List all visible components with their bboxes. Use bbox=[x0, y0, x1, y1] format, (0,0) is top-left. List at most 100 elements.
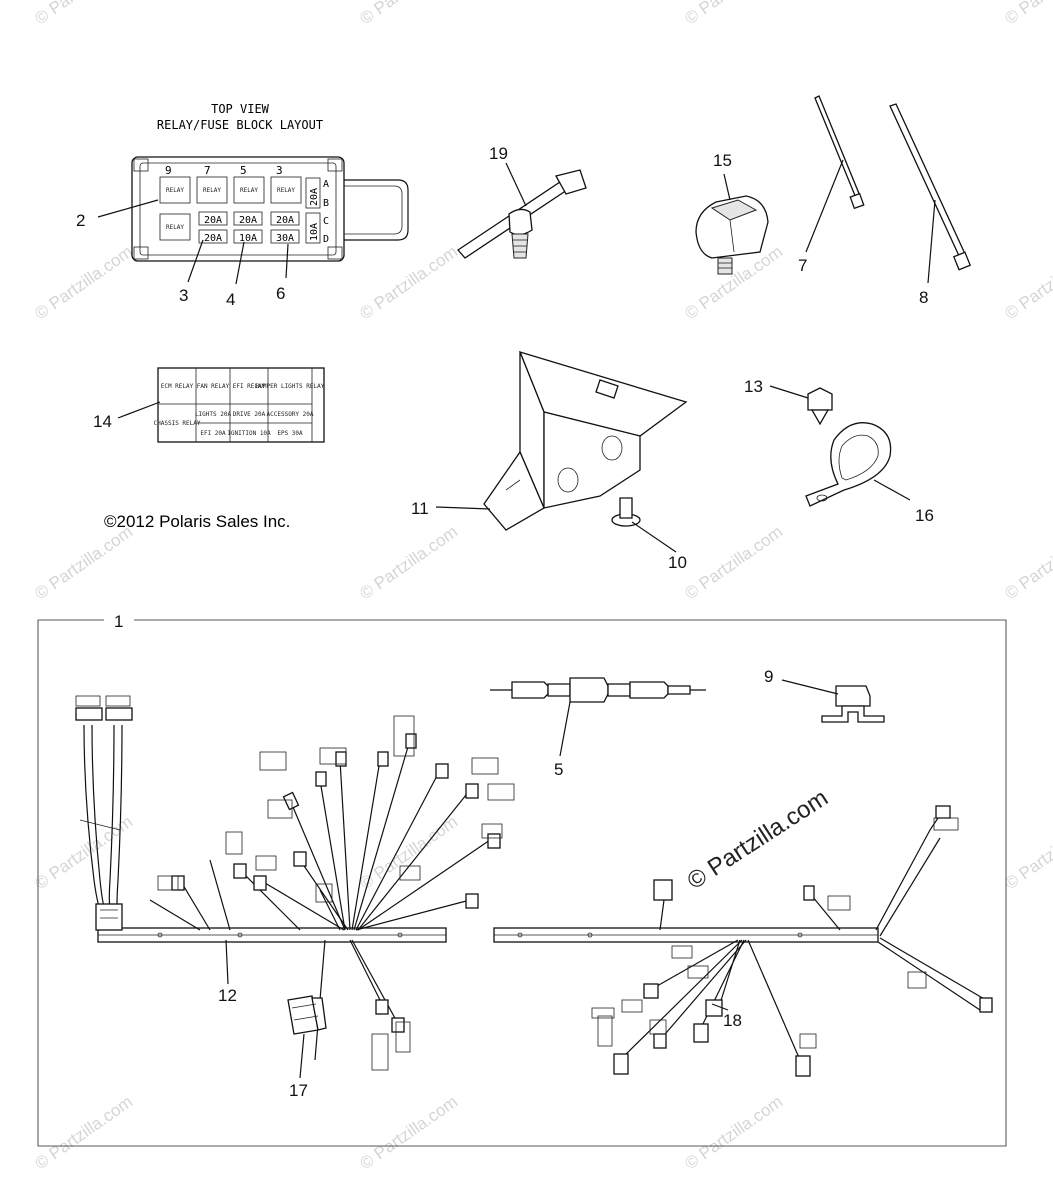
decal-cell: FAN RELAY bbox=[197, 383, 230, 390]
watermark: © Partzilla.com bbox=[31, 242, 136, 323]
watermark: © Partzilla.com bbox=[356, 812, 461, 893]
edge-clip-mount bbox=[695, 195, 769, 275]
slot-number-7: 7 bbox=[204, 164, 211, 177]
callout-11: 11 bbox=[411, 499, 429, 518]
watermark: © Partzilla.com bbox=[681, 0, 786, 28]
decal-cell: IGNITION 10A bbox=[227, 430, 271, 437]
callout-13: 13 bbox=[744, 377, 763, 396]
fuse-slot bbox=[198, 211, 228, 226]
callout-17: 17 bbox=[289, 1081, 308, 1100]
relay-fuse-block: TOP VIEW RELAY/FUSE BLOCK LAYOUT 9 7 5 3… bbox=[131, 102, 409, 262]
side-fuse-slot bbox=[305, 177, 321, 209]
block-title-line2: RELAY/FUSE BLOCK LAYOUT bbox=[157, 118, 323, 132]
fuse-rating: 10A bbox=[239, 233, 257, 244]
row-letter-a: A bbox=[323, 179, 329, 190]
callout-16: 16 bbox=[915, 506, 934, 525]
callout-5: 5 bbox=[554, 760, 563, 779]
watermark: © Partzilla.com bbox=[681, 1092, 786, 1173]
row-letter-b: B bbox=[323, 198, 329, 209]
slot-number-9: 9 bbox=[165, 164, 172, 177]
block-mounting-tab bbox=[344, 179, 409, 241]
watermark: © Partzilla.com bbox=[356, 242, 461, 323]
callout-8: 8 bbox=[919, 288, 928, 307]
watermark: © Partzilla.com bbox=[681, 522, 786, 603]
relay-slot bbox=[159, 176, 191, 204]
decal-cell: LIGHTS 20A bbox=[195, 411, 232, 418]
watermark: © Partzilla.com bbox=[31, 1092, 136, 1173]
copyright-text: ©2012 Polaris Sales Inc. bbox=[104, 512, 290, 531]
splice-connector bbox=[490, 677, 706, 703]
relay-slot bbox=[233, 176, 265, 204]
fuse-rating: 30A bbox=[276, 233, 294, 244]
cable-tie-short bbox=[814, 95, 865, 210]
decal-cell: EPS 30A bbox=[277, 430, 303, 437]
relay-slot bbox=[196, 176, 228, 204]
cable-tie-clip bbox=[457, 169, 587, 259]
push-rivet bbox=[611, 497, 641, 527]
watermark: © Partzilla.com bbox=[1001, 522, 1053, 603]
p-clamp bbox=[805, 422, 892, 507]
watermark: © Partzilla.com bbox=[356, 1092, 461, 1173]
side-fuse-rating: 20A bbox=[309, 188, 320, 206]
watermark: © Partzilla.com bbox=[31, 522, 136, 603]
fuse-slot bbox=[270, 211, 300, 226]
harness-connector-plug bbox=[287, 995, 327, 1035]
callout-18: 18 bbox=[723, 1011, 742, 1030]
watermark: © Partzilla.com bbox=[356, 0, 461, 28]
callout-10: 10 bbox=[668, 553, 687, 572]
decal-cell: BUMPER LIGHTS RELAY bbox=[256, 383, 325, 390]
callout-9: 9 bbox=[764, 667, 773, 686]
relay-label: RELAY bbox=[166, 187, 184, 194]
cable-tie-long bbox=[889, 103, 972, 271]
decal-cell: EFI 20A bbox=[200, 430, 226, 437]
screw bbox=[807, 387, 833, 426]
callout-3: 3 bbox=[179, 286, 188, 305]
fuse-decal: ECM RELAY FAN RELAY EFI RELAY BUMPER LIG… bbox=[154, 367, 325, 443]
watermark: © Partzilla.com bbox=[1001, 0, 1053, 28]
block-inner bbox=[139, 162, 337, 256]
harness-frame bbox=[37, 619, 1007, 1147]
row-letter-c: C bbox=[323, 216, 329, 227]
terminal-block bbox=[821, 685, 885, 723]
fuse-rating: 20A bbox=[239, 215, 257, 226]
callout-4: 4 bbox=[226, 290, 235, 309]
relay-label: RELAY bbox=[240, 187, 258, 194]
fuse-rating: 20A bbox=[204, 215, 222, 226]
decal-cell: DRIVE 20A bbox=[233, 411, 266, 418]
slot-number-5: 5 bbox=[240, 164, 247, 177]
watermark: © Partzilla.com bbox=[1001, 812, 1053, 893]
callout-19: 19 bbox=[489, 144, 508, 163]
row-letter-d: D bbox=[323, 234, 329, 245]
callout-7: 7 bbox=[798, 256, 807, 275]
fuse-rating: 20A bbox=[204, 233, 222, 244]
watermark: © Partzilla.com bbox=[356, 522, 461, 603]
relay-label: RELAY bbox=[203, 187, 221, 194]
fuse-rating: 20A bbox=[276, 215, 294, 226]
watermark: © Partzilla.com bbox=[31, 0, 136, 28]
decal-cell: EFI RELAY bbox=[233, 383, 266, 390]
watermark-large: © Partzilla.com bbox=[683, 784, 833, 895]
callout-14: 14 bbox=[93, 412, 112, 431]
slot-number-3: 3 bbox=[276, 164, 283, 177]
fuse-slot bbox=[233, 229, 263, 244]
side-fuse-rating: 10A bbox=[309, 223, 320, 241]
block-housing bbox=[131, 156, 345, 262]
callout-2: 2 bbox=[76, 211, 85, 230]
fuse-slot bbox=[198, 229, 228, 244]
decal-cell: CHASSIS RELAY bbox=[154, 420, 201, 427]
relay-slot bbox=[159, 213, 191, 241]
relay-label: RELAY bbox=[277, 187, 295, 194]
main-wire-harness-right bbox=[493, 805, 993, 1077]
side-fuse-slot bbox=[305, 212, 321, 244]
decal-cell: ECM RELAY bbox=[161, 383, 194, 390]
callout-1: 1 bbox=[114, 612, 123, 631]
main-wire-harness-left bbox=[75, 695, 515, 1071]
callout-12: 12 bbox=[218, 986, 237, 1005]
block-title-line1: TOP VIEW bbox=[211, 102, 270, 116]
callout-6: 6 bbox=[276, 284, 285, 303]
relay-block-bracket bbox=[483, 350, 688, 531]
watermark: © Partzilla.com bbox=[1001, 242, 1053, 323]
fuse-slot bbox=[233, 211, 263, 226]
callout-15: 15 bbox=[713, 151, 732, 170]
